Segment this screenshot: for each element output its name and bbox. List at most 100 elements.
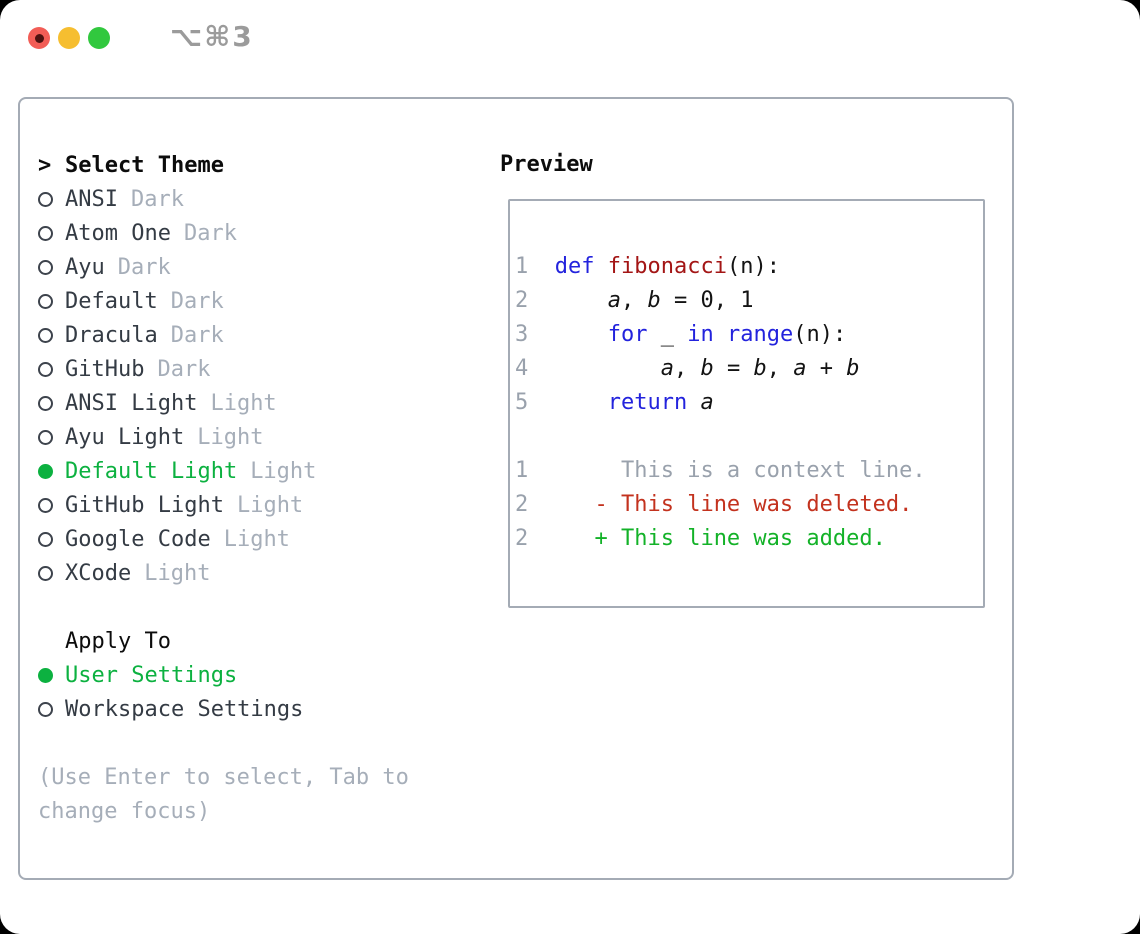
radio-selected-icon [38, 463, 53, 479]
diff-block: 1 This is a context line.2 - This line w… [515, 454, 983, 556]
diff-text: - This line was deleted. [554, 492, 913, 517]
theme-option-default-light[interactable]: Default Light Light [38, 454, 409, 488]
line-number: 1 [515, 458, 555, 483]
theme-variant: Dark [157, 356, 211, 382]
theme-name: Ayu Light [65, 424, 185, 450]
theme-variant: Dark [117, 254, 171, 280]
code-token: = [713, 356, 754, 381]
diff-text: + This line was added. [554, 526, 886, 551]
code-token: fibonacci [607, 254, 727, 279]
theme-variant: Light [197, 424, 264, 450]
apply-option-label: Workspace Settings [65, 696, 304, 722]
theme-variant: Dark [170, 322, 224, 348]
theme-name: ANSI [65, 186, 118, 212]
apply-option-user-settings[interactable]: User Settings [38, 658, 409, 692]
code-token [555, 390, 608, 415]
line-number: 5 [515, 390, 555, 415]
theme-variant: Dark [170, 288, 224, 314]
line-number: 2 [515, 526, 555, 551]
code-token: (n): [726, 254, 780, 279]
line-number: 3 [515, 322, 555, 347]
theme-variant: Dark [130, 186, 184, 212]
code-token: in [687, 322, 714, 347]
code-token: , [673, 356, 701, 381]
code-token: , [620, 288, 648, 313]
radio-icon [38, 429, 53, 445]
theme-option-ayu[interactable]: Ayu Dark [38, 250, 409, 284]
diff-line-context: 1 This is a context line. [515, 454, 983, 488]
apply-option-workspace-settings[interactable]: Workspace Settings [38, 692, 409, 726]
code-token: + [806, 356, 847, 381]
code-token [714, 322, 727, 347]
theme-name: Google Code [65, 526, 211, 552]
code-token: , [766, 356, 794, 381]
diff-line-add: 2 + This line was added. [515, 522, 983, 556]
radio-selected-icon [38, 667, 53, 683]
unsaved-dot-icon [34, 33, 44, 43]
theme-variant: Light [210, 390, 277, 416]
code-token: b [700, 356, 714, 381]
code-token: b [846, 356, 860, 381]
theme-option-ansi[interactable]: ANSI Dark [38, 182, 409, 216]
code-token [555, 288, 608, 313]
code-token: b [647, 288, 661, 313]
radio-icon [38, 361, 53, 377]
apply-to-title: Apply To [65, 628, 171, 654]
code-token [555, 356, 661, 381]
help-text-line-1: (Use Enter to select, Tab to [38, 764, 409, 790]
traffic-light-minimize-button[interactable] [58, 27, 80, 49]
apply-option-label: User Settings [65, 662, 238, 688]
line-number: 2 [515, 288, 555, 313]
code-line: 3 for _ in range(n): [515, 318, 983, 352]
line-number: 1 [515, 254, 555, 279]
diff-text: This is a context line. [554, 458, 926, 483]
theme-variant: Dark [183, 220, 237, 246]
apply-to-header: Apply To [38, 624, 409, 658]
radio-icon [38, 565, 53, 581]
radio-icon [38, 701, 53, 717]
code-token: a [607, 288, 621, 313]
code-token [555, 322, 608, 347]
theme-name: Default Light [65, 458, 238, 484]
blank-line [515, 420, 983, 454]
radio-icon [38, 497, 53, 513]
code-token: b [753, 356, 767, 381]
line-number: 4 [515, 356, 555, 381]
code-token: = 0, 1 [660, 288, 754, 313]
code-token: a [660, 356, 674, 381]
theme-variant: Light [236, 492, 304, 518]
traffic-light-close-button[interactable] [28, 27, 50, 49]
code-token: a [793, 356, 807, 381]
radio-icon [38, 531, 53, 547]
selection-arrow-icon: > [38, 152, 52, 178]
code-line: 1 def fibonacci(n): [515, 250, 983, 284]
theme-variant: Light [250, 458, 317, 484]
radio-icon [38, 327, 53, 343]
theme-name: Dracula [65, 322, 158, 348]
theme-name: Ayu [65, 254, 105, 280]
theme-name: Atom One [65, 220, 171, 246]
radio-icon [38, 191, 53, 207]
diff-line-del: 2 - This line was deleted. [515, 488, 983, 522]
help-text-line-2: change focus) [38, 798, 211, 824]
code-line: 2 a, b = 0, 1 [515, 284, 983, 318]
traffic-light-zoom-button[interactable] [88, 27, 110, 49]
code-token: (n): [793, 322, 847, 347]
code-token: def [554, 254, 595, 279]
panel-title: Select Theme [65, 152, 224, 178]
radio-icon [38, 395, 53, 411]
theme-option-dracula[interactable]: Dracula Dark [38, 318, 409, 352]
theme-option-ayu-light[interactable]: Ayu Light Light [38, 420, 409, 454]
theme-option-atom-one[interactable]: Atom One Dark [38, 216, 409, 250]
radio-icon [38, 259, 53, 275]
